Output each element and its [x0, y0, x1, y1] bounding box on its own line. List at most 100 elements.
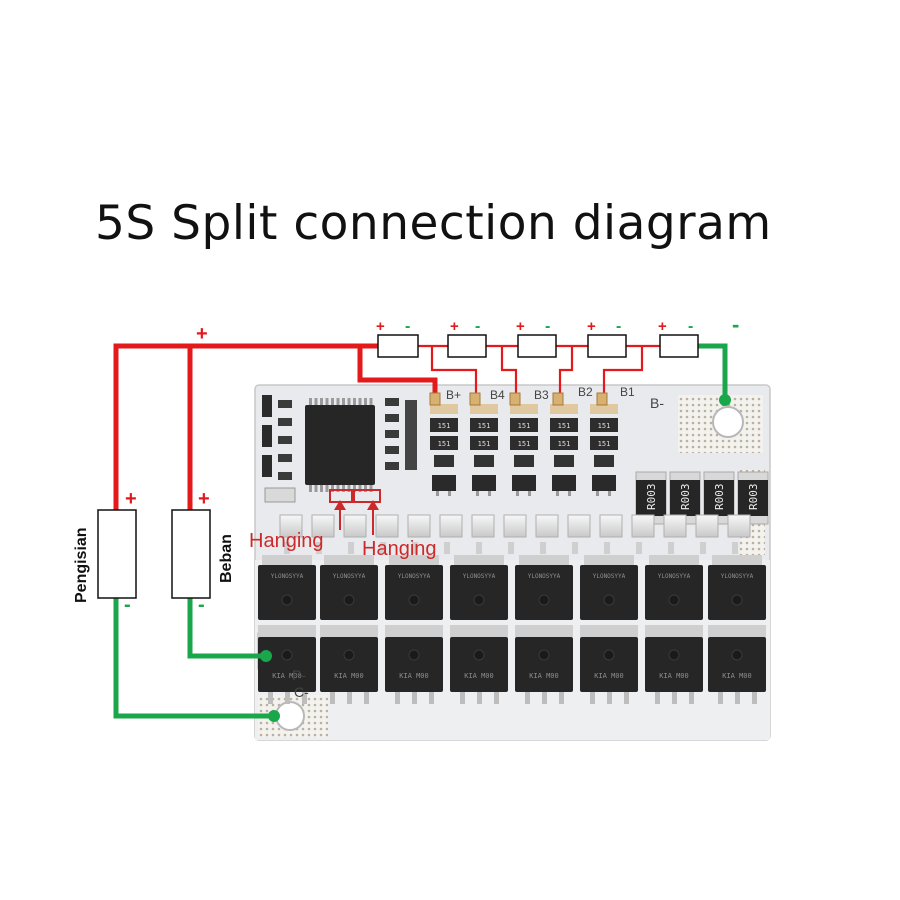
hanging-label-1: Hanging	[249, 530, 324, 552]
mosfet-lead	[364, 692, 369, 704]
resistor-151	[510, 436, 538, 450]
mosfet-bottom	[258, 637, 316, 692]
resistor-151	[590, 436, 618, 450]
mosfet-lead	[348, 542, 354, 554]
mosfet-lead	[476, 542, 482, 554]
mosfet-bottom	[645, 637, 703, 692]
mosfet-lead	[735, 692, 740, 704]
mosfet-bottom-label: KIA M00	[594, 672, 624, 680]
mosfet-dot	[281, 649, 293, 661]
mosfet-tab	[649, 555, 699, 565]
ic-pin	[320, 398, 323, 406]
mosfet-lead	[689, 692, 694, 704]
mosfet-tab	[385, 625, 443, 637]
mosfet-bottom-label: KIA M00	[659, 672, 689, 680]
balance-pad	[429, 392, 441, 406]
b1-label: B1	[620, 385, 635, 399]
p-minus-label: P-	[292, 667, 306, 683]
ic-pin	[369, 484, 373, 492]
mosfet-lead	[572, 542, 578, 554]
balance-wires	[418, 344, 660, 394]
balance-pad-strip	[430, 404, 458, 414]
resistor-151-label: 151	[558, 440, 571, 448]
mosfet-bottom-label: KIA M00	[272, 672, 302, 680]
mosfet-top-label: YLONOSYYA	[398, 573, 431, 580]
sot-component-lower	[592, 475, 616, 491]
mosfet-top	[385, 565, 443, 620]
mosfet-tab	[320, 625, 378, 637]
mosfet-lead	[672, 692, 677, 704]
load-plus: +	[198, 488, 210, 510]
mosfet-lead	[380, 542, 386, 554]
sot-pin	[448, 491, 451, 496]
mosfet-lead	[732, 542, 738, 554]
resistor-151-label: 151	[598, 440, 611, 448]
negative-wires	[113, 343, 728, 719]
cell-2	[447, 334, 487, 358]
mosfet-dot	[668, 649, 680, 661]
load-minus: -	[198, 594, 205, 616]
mosfet-bottom	[450, 637, 508, 692]
resistor-151	[550, 436, 578, 450]
mosfet-bottom-label: KIA M00	[399, 672, 429, 680]
resistor-151-label: 151	[478, 422, 491, 430]
mosfet-tab	[258, 625, 316, 637]
mosfet-lead	[590, 692, 595, 704]
mosfet-lead	[429, 692, 434, 704]
mosfet-bottom-label: KIA M00	[334, 672, 364, 680]
load-label: Beban	[218, 534, 235, 583]
ic-pin	[336, 398, 340, 406]
mosfet-top-label: YLONOSYYA	[721, 573, 754, 580]
solder-pad	[599, 514, 623, 538]
ic-pin	[331, 398, 334, 406]
mosfet-tab	[515, 625, 573, 637]
cell-4-plus: +	[587, 318, 596, 335]
ic-pin	[353, 398, 356, 406]
balance-pad-strip	[590, 404, 618, 414]
mosfet-tab	[584, 555, 634, 565]
sot-component	[514, 455, 534, 467]
c-minus-label: C-	[294, 684, 309, 700]
resistor-151-label: 151	[438, 422, 451, 430]
shunt-resistor-label: R003	[645, 484, 658, 511]
mosfet-top	[708, 565, 766, 620]
mosfet-tab	[450, 625, 508, 637]
ic-pin	[314, 398, 318, 406]
b2-label: B2	[578, 385, 593, 399]
mosfet-lead	[752, 692, 757, 704]
solder-pad	[375, 514, 399, 538]
ic-pin	[342, 484, 345, 492]
mosfet-top	[258, 565, 316, 620]
shunt-resistor-label: R003	[713, 484, 726, 511]
b4-label: B4	[490, 388, 505, 402]
sot-pin	[556, 491, 559, 496]
ic-pin	[364, 398, 367, 406]
resistor-151-label: 151	[478, 440, 491, 448]
resistor-151	[510, 418, 538, 432]
mosfet-bottom-label: KIA M00	[464, 672, 494, 680]
mosfet-lead	[330, 692, 335, 704]
sot-component	[474, 455, 494, 467]
mosfet-top	[645, 565, 703, 620]
mosfet-lead	[604, 542, 610, 554]
mosfet-bottom-label: KIA M00	[722, 672, 752, 680]
positive-wires	[113, 343, 438, 510]
mosfet-lead	[302, 692, 307, 704]
hanging-label-2: Hanging	[362, 538, 437, 560]
cell-2-plus: +	[450, 318, 459, 335]
sot-component	[434, 455, 454, 467]
mosfet-dot	[408, 649, 420, 661]
mosfet-lead	[525, 692, 530, 704]
ic-pin	[369, 398, 373, 406]
cell-4	[587, 334, 627, 358]
balance-pad-strip	[550, 404, 578, 414]
mosfet-dot	[538, 594, 550, 606]
balance-pad	[509, 392, 521, 406]
ic-pin	[347, 484, 351, 492]
ic-pin	[353, 484, 356, 492]
mosfet-lead	[718, 692, 723, 704]
bms-ic-chip	[305, 398, 375, 492]
solder-pad	[407, 514, 431, 538]
